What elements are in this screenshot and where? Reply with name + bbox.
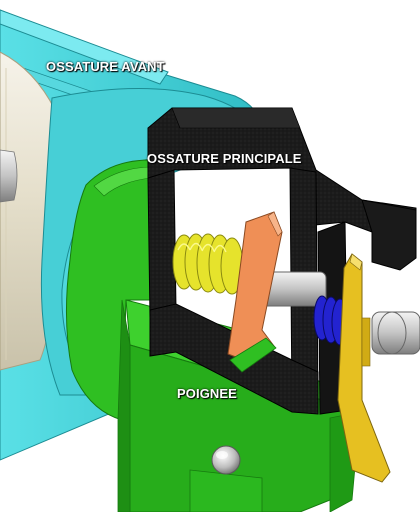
push-plate: [337, 253, 391, 483]
label-front-frame: OSSATURE AVANT: [46, 59, 165, 74]
trigger-lever: [227, 211, 283, 373]
bolt-icon: [211, 445, 241, 475]
yellow-spring: [172, 233, 244, 295]
label-main-frame: OSSATURE PRINCIPALE: [147, 151, 302, 166]
blue-spring: [313, 295, 349, 346]
rod-end: [377, 311, 407, 355]
label-handle: POIGNEE: [177, 386, 237, 401]
